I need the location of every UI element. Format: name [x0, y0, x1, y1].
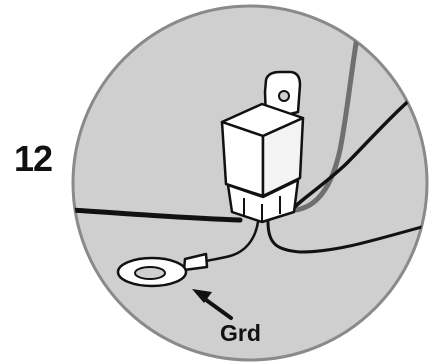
relay-right-face — [261, 116, 305, 198]
tab-hole — [278, 90, 290, 102]
ground-arrow — [192, 289, 233, 320]
connector-slot — [243, 196, 281, 222]
ring-terminal — [116, 252, 209, 288]
black-wire-lower — [266, 220, 427, 254]
black-wire-left — [73, 207, 243, 223]
ground-wire — [204, 220, 260, 263]
gray-wire — [292, 6, 365, 213]
step-number: 12 — [14, 138, 53, 179]
ground-label: Grd — [220, 320, 261, 346]
